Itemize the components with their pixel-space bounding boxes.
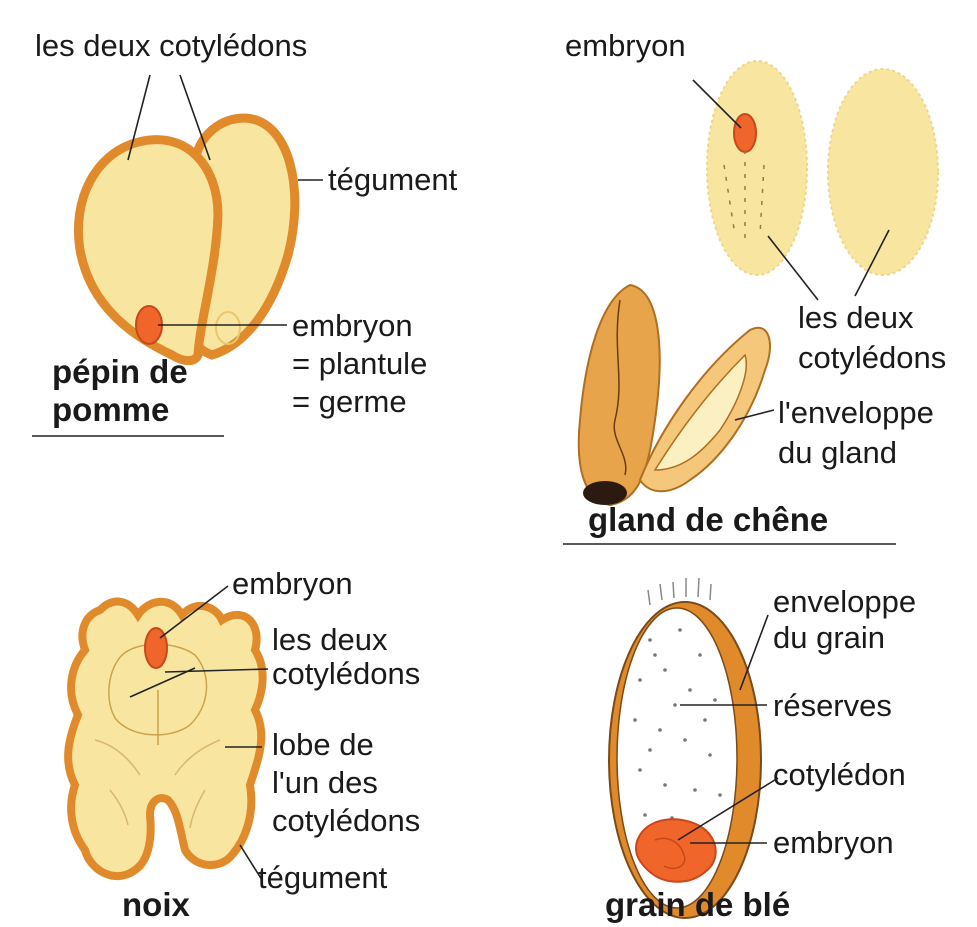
reserve-dot: [713, 698, 717, 702]
apple-label-tegument: tégument: [328, 162, 457, 198]
wheat-label-reserves: réserves: [773, 688, 892, 724]
reserve-dot: [638, 678, 642, 682]
reserve-dot: [638, 768, 642, 772]
wheat-label-enveloppe-2: du grain: [773, 620, 885, 656]
apple-title-line1: pépin de: [52, 352, 188, 392]
acorn-label-cotyledons-1: les deux: [798, 300, 913, 336]
acorn-embryo: [734, 114, 756, 152]
walnut-label-lobe-3: cotylédons: [272, 803, 420, 839]
acorn-label-embryon: embryon: [565, 28, 686, 64]
reserve-dot: [673, 703, 677, 707]
reserve-dot: [708, 753, 712, 757]
reserve-dot: [698, 653, 702, 657]
walnut-label-embryon: embryon: [232, 566, 353, 602]
acorn-label-enveloppe-2: du gland: [778, 435, 897, 471]
wheat-hairs: [648, 578, 711, 605]
wheat-leader-enveloppe: [740, 615, 768, 690]
walnut-label-lobe-2: l'un des: [272, 765, 378, 801]
apple-title-line2: pomme: [52, 390, 169, 430]
reserve-dot: [648, 638, 652, 642]
acorn-cotyledon-left: [707, 61, 807, 275]
wheat-label-enveloppe-1: enveloppe: [773, 584, 916, 620]
acorn-title: gland de chêne: [588, 500, 828, 540]
reserve-dot: [663, 668, 667, 672]
wheat-grain: [609, 578, 778, 918]
reserve-dot: [678, 628, 682, 632]
wheat-title: grain de blé: [605, 885, 790, 925]
apple-label-embryon: embryon: [292, 308, 413, 344]
walnut-label-cotyledons-2: cotylédons: [272, 656, 420, 692]
reserve-dot: [663, 783, 667, 787]
walnut-label-cotyledons-1: les deux: [272, 622, 387, 658]
walnut: [68, 586, 268, 880]
acorn-label-cotyledons-2: cotylédons: [798, 340, 946, 376]
reserve-dot: [683, 738, 687, 742]
reserve-dot: [693, 788, 697, 792]
apple-label-plantule: = plantule: [292, 346, 427, 382]
reserve-dot: [658, 728, 662, 732]
reserve-dot: [633, 718, 637, 722]
acorn-leader-cotyledon-left: [768, 236, 818, 300]
reserve-dot: [643, 813, 647, 817]
reserve-dot: [688, 688, 692, 692]
walnut-label-tegument: tégument: [258, 860, 387, 896]
walnut-embryo: [145, 628, 167, 668]
wheat-label-embryon: embryon: [773, 825, 894, 861]
reserve-dot: [653, 653, 657, 657]
walnut-title: noix: [122, 885, 190, 925]
walnut-label-lobe-1: lobe de: [272, 727, 374, 763]
acorn-cotyledon-right: [828, 69, 938, 275]
wheat-label-cotyledon: cotylédon: [773, 757, 906, 793]
apple-label-cotyledons: les deux cotylédons: [35, 28, 307, 64]
reserve-dot: [648, 748, 652, 752]
acorn-label-enveloppe-1: l'enveloppe: [778, 395, 934, 431]
apple-label-germe: = germe: [292, 384, 407, 420]
reserve-dot: [703, 718, 707, 722]
reserve-dot: [718, 793, 722, 797]
